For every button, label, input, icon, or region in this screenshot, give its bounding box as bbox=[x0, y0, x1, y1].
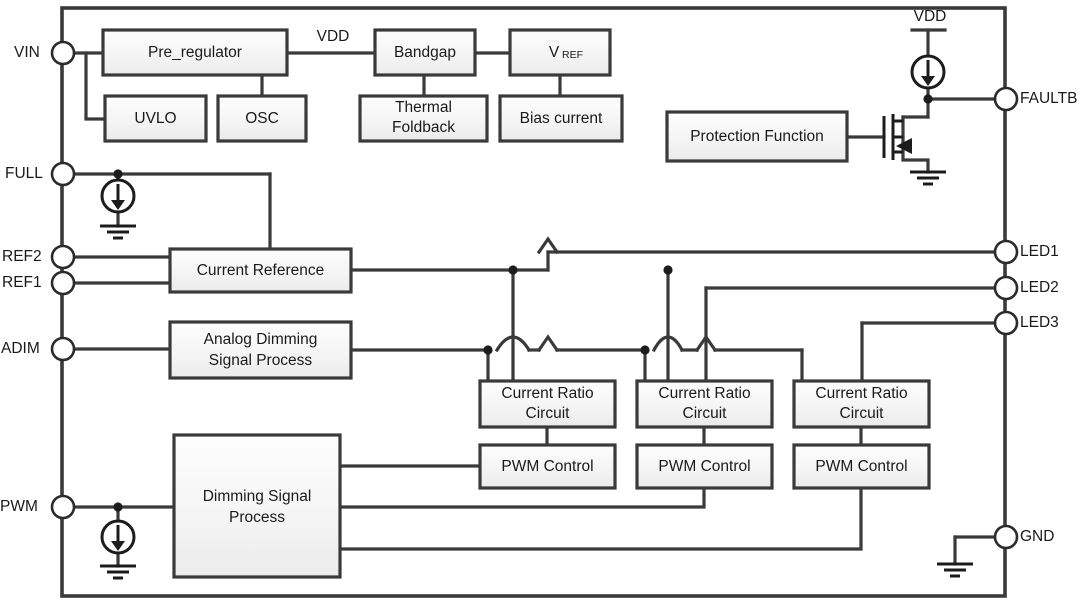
net-label-vdd-rail: VDD bbox=[914, 8, 947, 25]
pin-label-vin: VIN bbox=[14, 44, 40, 61]
block-label-cr3-line2: Circuit bbox=[840, 405, 885, 422]
pins-layer: VIN FULL REF2 REF1 ADIM PWM FAULTB LED bbox=[0, 40, 1077, 550]
pin-label-ref2: REF2 bbox=[2, 248, 42, 265]
block-label-bandgap: Bandgap bbox=[394, 44, 456, 61]
pin-vin[interactable]: VIN bbox=[14, 40, 76, 66]
wires-led1-hops bbox=[536, 236, 560, 255]
block-label-cr2-line2: Circuit bbox=[683, 405, 728, 422]
block-label-analog-dimming-line2: Signal Process bbox=[209, 352, 313, 369]
ground-pwm-icon bbox=[100, 564, 136, 580]
wires-reference-section bbox=[61, 250, 1008, 383]
block-uvlo[interactable]: UVLO bbox=[103, 94, 208, 143]
pin-led1[interactable]: LED1 bbox=[993, 239, 1059, 265]
wires-adim-section bbox=[61, 334, 804, 383]
block-label-current-reference: Current Reference bbox=[197, 262, 325, 279]
pin-label-pwm: PWM bbox=[0, 498, 38, 515]
block-label-pwm1: PWM Control bbox=[501, 458, 593, 475]
block-label-dimming-line1: Dimming Signal bbox=[203, 488, 312, 505]
block-label-bias-current: Bias current bbox=[520, 110, 603, 127]
ground-nmos-icon bbox=[910, 170, 946, 186]
block-label-protection-function: Protection Function bbox=[690, 128, 824, 145]
block-label-cr1-line1: Current Ratio bbox=[501, 385, 593, 402]
block-label-cr3-line1: Current Ratio bbox=[815, 385, 907, 402]
current-source-pwm-icon bbox=[100, 519, 136, 555]
pin-full[interactable]: FULL bbox=[5, 161, 76, 187]
block-label-osc: OSC bbox=[245, 110, 279, 127]
block-thermal-foldback[interactable]: Thermal Foldback bbox=[358, 94, 489, 143]
pin-label-faultb: FAULTB bbox=[1020, 90, 1077, 107]
block-label-pwm2: PWM Control bbox=[658, 458, 750, 475]
block-bias-current[interactable]: Bias current bbox=[498, 94, 624, 143]
block-label-vref-main: V bbox=[549, 44, 560, 61]
pin-ref2[interactable]: REF2 bbox=[2, 244, 76, 270]
block-label-cr2-line1: Current Ratio bbox=[658, 385, 750, 402]
ground-gnd-pin-icon bbox=[937, 562, 973, 578]
block-pre-regulator[interactable]: Pre_regulator bbox=[101, 28, 289, 77]
pin-pwm[interactable]: PWM bbox=[0, 494, 76, 520]
ground-full-icon bbox=[100, 224, 136, 240]
wires-fault-section bbox=[845, 28, 1008, 174]
chip-boundary bbox=[60, 6, 1007, 598]
wires-full-section bbox=[61, 169, 272, 251]
block-dimming-signal-process[interactable]: Dimming Signal Process bbox=[172, 433, 342, 579]
block-label-cr1-line2: Circuit bbox=[526, 405, 571, 422]
block-analog-dimming[interactable]: Analog Dimming Signal Process bbox=[168, 320, 353, 380]
pin-adim[interactable]: ADIM bbox=[1, 336, 76, 362]
pin-label-ref1: REF1 bbox=[2, 274, 42, 291]
wires-power-section bbox=[61, 51, 562, 121]
pin-led3[interactable]: LED3 bbox=[993, 310, 1059, 336]
pin-label-led2: LED2 bbox=[1020, 279, 1059, 296]
net-label-vdd: VDD bbox=[317, 28, 350, 45]
block-label-vref-sub: REF bbox=[562, 49, 583, 61]
blocks-layer: Pre_regulator UVLO OSC Bandgap V REF The… bbox=[101, 28, 931, 579]
pin-label-led3: LED3 bbox=[1020, 314, 1059, 331]
pin-ref1[interactable]: REF1 bbox=[2, 270, 76, 296]
pin-label-full: FULL bbox=[5, 165, 43, 182]
pin-label-adim: ADIM bbox=[1, 340, 40, 357]
pin-faultb[interactable]: FAULTB bbox=[993, 86, 1077, 112]
block-label-analog-dimming-line1: Analog Dimming bbox=[204, 331, 318, 348]
current-source-faultb-icon bbox=[910, 54, 946, 90]
wires-dimming-outputs bbox=[61, 464, 863, 568]
block-current-reference[interactable]: Current Reference bbox=[168, 247, 353, 294]
block-current-ratio-circuit-2[interactable]: Current Ratio Circuit bbox=[635, 379, 774, 429]
block-vref[interactable]: V REF bbox=[508, 28, 612, 77]
block-label-thermal-foldback-line2: Foldback bbox=[392, 119, 455, 136]
pin-label-gnd: GND bbox=[1020, 528, 1054, 545]
nmos-transistor-icon bbox=[882, 114, 912, 160]
block-label-uvlo: UVLO bbox=[134, 110, 176, 127]
pin-label-led1: LED1 bbox=[1020, 243, 1059, 260]
pin-gnd[interactable]: GND bbox=[993, 524, 1054, 550]
block-label-pwm3: PWM Control bbox=[815, 458, 907, 475]
block-label-thermal-foldback-line1: Thermal bbox=[395, 99, 452, 116]
block-label-pre-regulator: Pre_regulator bbox=[148, 44, 242, 61]
wires-ratio-to-pwm bbox=[545, 425, 863, 447]
block-current-ratio-circuit-3[interactable]: Current Ratio Circuit bbox=[792, 379, 931, 429]
block-current-ratio-circuit-1[interactable]: Current Ratio Circuit bbox=[478, 379, 617, 429]
current-source-full-icon bbox=[100, 178, 136, 214]
block-protection-function[interactable]: Protection Function bbox=[665, 110, 849, 163]
block-pwm-control-1[interactable]: PWM Control bbox=[478, 443, 617, 490]
block-bandgap[interactable]: Bandgap bbox=[373, 28, 477, 77]
block-label-dimming-line2: Process bbox=[229, 509, 285, 526]
block-pwm-control-3[interactable]: PWM Control bbox=[792, 443, 931, 490]
block-pwm-control-2[interactable]: PWM Control bbox=[635, 443, 774, 490]
pin-led2[interactable]: LED2 bbox=[993, 275, 1059, 301]
block-osc[interactable]: OSC bbox=[216, 94, 308, 143]
